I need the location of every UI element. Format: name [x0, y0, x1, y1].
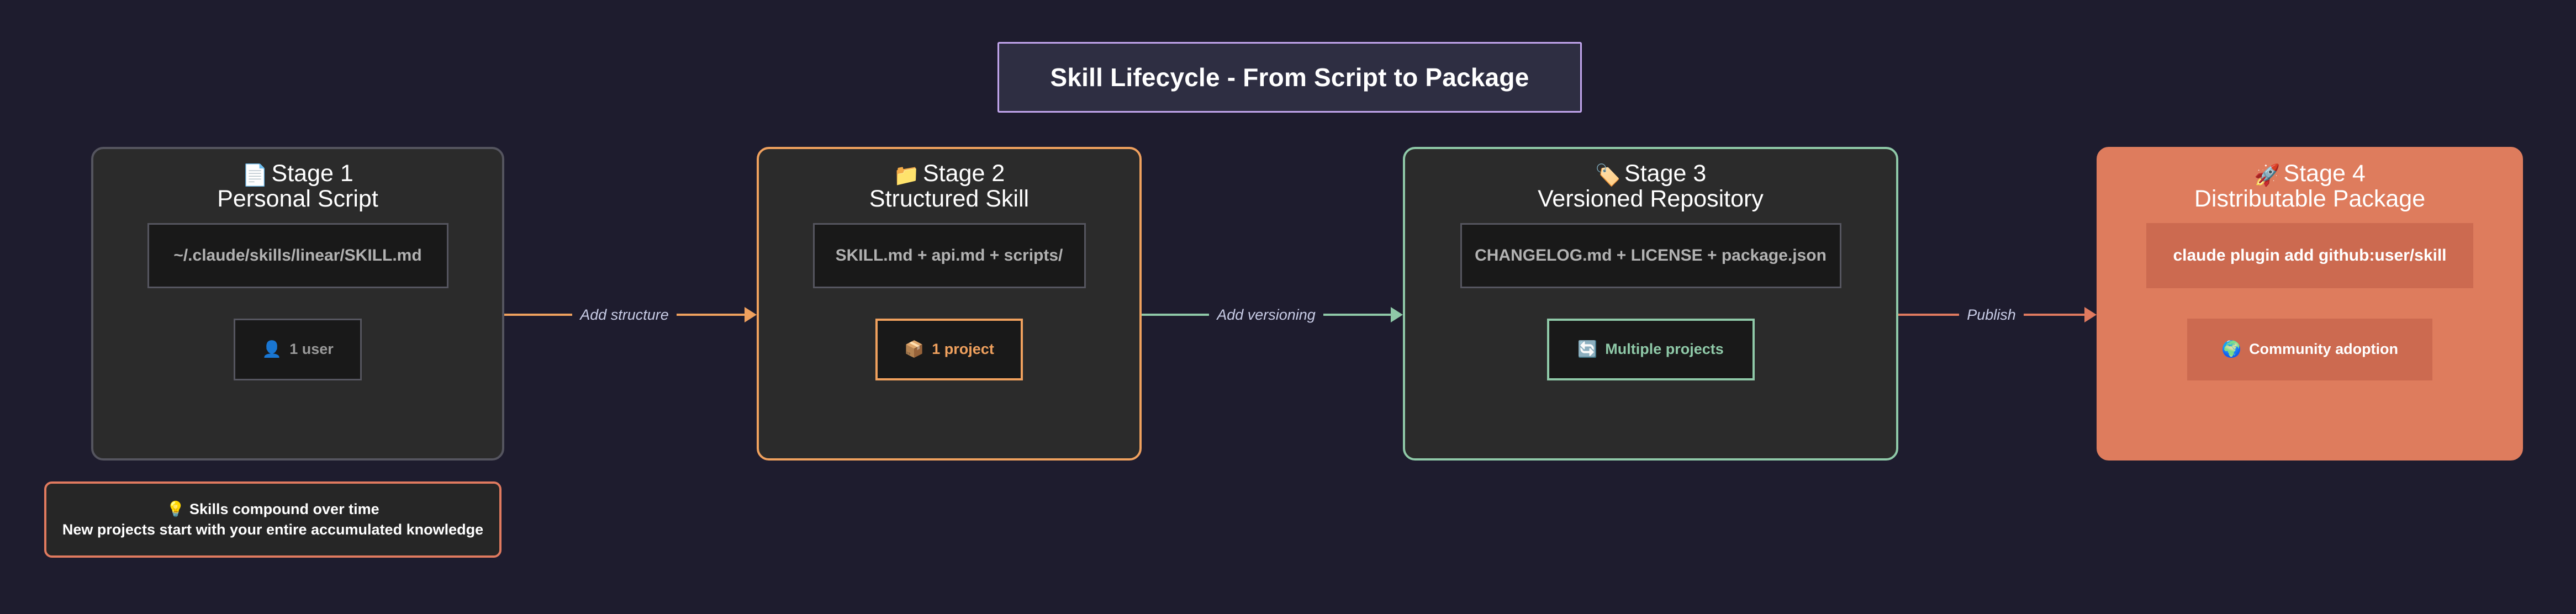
stage-2-code-text: SKILL.md + api.md + scripts/: [835, 246, 1063, 264]
arrow-3-label: Publish: [1967, 306, 2016, 323]
callout-line-1: 💡Skills compound over time: [166, 499, 379, 520]
stage-2-title: Stage 2: [923, 160, 1005, 187]
arrow-line-right: [676, 314, 745, 316]
label-tag-icon: 🏷️: [1595, 164, 1622, 187]
arrow-2-label: Add versioning: [1217, 306, 1316, 323]
arrow-line-left: [1142, 314, 1210, 316]
arrow-line-left: [504, 314, 573, 316]
stage-1-badge: 👤 1 user: [234, 318, 362, 380]
arrow-stage1-to-stage2: Add structure: [504, 293, 757, 337]
stage-1-code-text: ~/.claude/skills/linear/SKILL.md: [173, 246, 422, 264]
diagram-title-banner: Skill Lifecycle - From Script to Package: [997, 42, 1582, 113]
stage-1-badge-label: 1 user: [289, 341, 334, 358]
arrow-stage2-to-stage3: Add versioning: [1142, 293, 1403, 337]
stage-1-subtitle: Personal Script: [217, 186, 378, 213]
stage-3-badge-label: Multiple projects: [1605, 341, 1724, 358]
stage-4-badge: 🌍 Community adoption: [2187, 318, 2432, 380]
stage-card-1: 📄Stage 1 Personal Script ~/.claude/skill…: [91, 147, 504, 460]
arrow-head-icon: [2084, 307, 2097, 322]
callout-box: 💡Skills compound over time New projects …: [44, 481, 502, 558]
sync-icon: 🔄: [1577, 340, 1598, 358]
stage-4-title: Stage 4: [2283, 160, 2366, 187]
stage-3-title: Stage 3: [1624, 160, 1707, 187]
stage-4-subtitle: Distributable Package: [2194, 186, 2426, 213]
stage-1-code-box: ~/.claude/skills/linear/SKILL.md: [147, 223, 448, 288]
stage-2-heading: 📁Stage 2 Structured Skill: [869, 161, 1029, 212]
arrow-line-left: [1898, 314, 1960, 316]
arrow-1-label: Add structure: [580, 306, 669, 323]
stage-3-subtitle: Versioned Repository: [1538, 186, 1764, 213]
folder-icon: 📁: [893, 164, 920, 187]
arrow-head-icon: [1391, 307, 1403, 322]
stage-4-badge-label: Community adoption: [2249, 341, 2399, 358]
globe-icon: 🌍: [2221, 340, 2242, 358]
stage-2-subtitle: Structured Skill: [869, 186, 1030, 213]
stage-2-badge: 📦 1 project: [875, 318, 1023, 380]
stage-3-code-text: CHANGELOG.md + LICENSE + package.json: [1475, 246, 1827, 264]
stage-1-title: Stage 1: [271, 160, 353, 187]
stage-2-code-box: SKILL.md + api.md + scripts/: [812, 223, 1086, 288]
user-icon: 👤: [262, 340, 282, 358]
stage-1-heading: 📄Stage 1 Personal Script: [217, 161, 378, 212]
arrow-line-right: [2023, 314, 2084, 316]
document-icon: 📄: [242, 164, 268, 187]
stage-card-3: 🏷️Stage 3 Versioned Repository CHANGELOG…: [1403, 147, 1898, 460]
stage-2-badge-label: 1 project: [932, 341, 994, 358]
stage-card-4: 🚀Stage 4 Distributable Package claude pl…: [2097, 147, 2523, 460]
callout-headline: Skills compound over time: [189, 500, 379, 517]
callout-line-2: New projects start with your entire accu…: [62, 521, 484, 538]
stage-3-badge: 🔄 Multiple projects: [1546, 318, 1755, 380]
package-icon: 📦: [904, 340, 925, 358]
page-title: Skill Lifecycle - From Script to Package: [1050, 63, 1529, 92]
rocket-icon: 🚀: [2254, 164, 2281, 187]
stage-4-code-text: claude plugin add github:user/skill: [2173, 246, 2447, 264]
arrow-stage3-to-stage4: Publish: [1898, 293, 2097, 337]
arrow-head-icon: [745, 307, 757, 322]
stage-4-code-box: claude plugin add github:user/skill: [2146, 223, 2473, 288]
stage-4-heading: 🚀Stage 4 Distributable Package: [2194, 161, 2425, 212]
stage-card-2: 📁Stage 2 Structured Skill SKILL.md + api…: [757, 147, 1142, 460]
arrow-line-right: [1323, 314, 1391, 316]
lightbulb-icon: 💡: [166, 500, 186, 517]
stage-3-heading: 🏷️Stage 3 Versioned Repository: [1538, 161, 1764, 212]
stage-3-code-box: CHANGELOG.md + LICENSE + package.json: [1460, 223, 1841, 288]
